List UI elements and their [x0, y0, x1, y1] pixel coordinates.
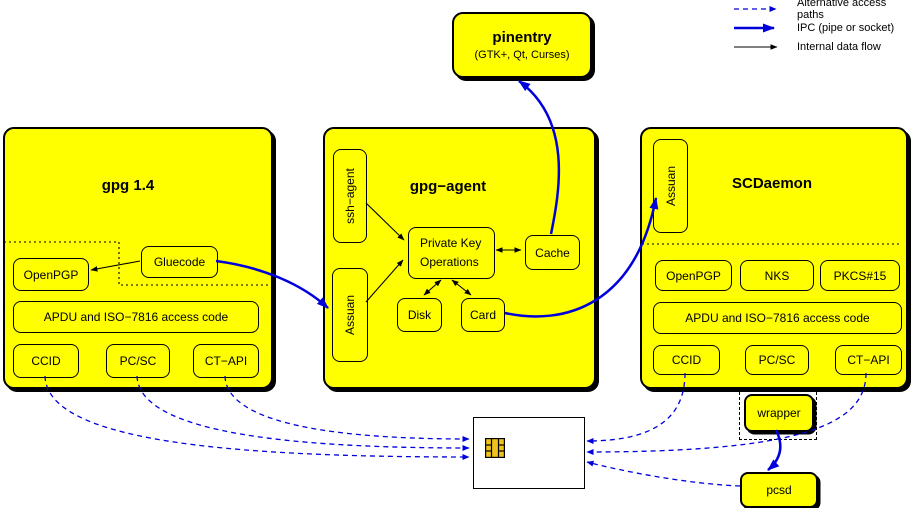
scdaemon-openpgp-node: OpenPGP [655, 260, 732, 291]
scdaemon-pkcs15-label: PKCS#15 [833, 268, 887, 283]
gpg14-gluecode-node: Gluecode [141, 246, 218, 278]
gpgagent-cache-node: Cache [525, 235, 580, 270]
scdaemon-apdu-node: APDU and ISO−7816 access code [653, 302, 902, 334]
legend-row-alternative: Alternative access paths [733, 0, 914, 21]
gpgagent-pko-line1: Private Key [420, 236, 482, 250]
legend: Alternative access paths IPC (pipe or so… [733, 0, 914, 53]
gpgagent-disk-label: Disk [407, 308, 432, 322]
gpg14-ctapi-node: CT−API [193, 344, 259, 378]
gpg14-apdu-label: APDU and ISO−7816 access code [43, 310, 229, 324]
gpg14-ctapi-label: CT−API [204, 354, 248, 368]
gpg14-gluecode-label: Gluecode [153, 255, 206, 269]
gpgagent-sshagent-label: ssh−agent [343, 168, 357, 224]
gpgagent-cache-label: Cache [535, 245, 570, 260]
scdaemon-ctapi-label: CT−API [847, 353, 890, 367]
gpgagent-card-label: Card [469, 308, 496, 322]
scdaemon-ccid-label: CCID [671, 353, 702, 367]
scdaemon-assuan-label: Assuan [663, 165, 678, 207]
gpg14-ccid-label: CCID [31, 354, 61, 368]
gpg14-openpgp-node: OpenPGP [13, 258, 89, 291]
gpg14-pcsc-node: PC/SC [106, 344, 170, 378]
gpgagent-assuan-label: Assuan [343, 294, 357, 336]
wrapper-node: wrapper [744, 394, 814, 432]
legend-label-internal: Internal data flow [797, 41, 881, 53]
gpgagent-pko-line2: Operations [420, 255, 479, 269]
legend-row-internal: Internal data flow [733, 41, 914, 53]
gpg14-ccid-node: CCID [13, 344, 79, 378]
scdaemon-pcsc-label: PC/SC [758, 353, 796, 367]
pcsd-label: pcsd [766, 483, 792, 497]
dashed-arrow-icon [734, 6, 777, 12]
scdaemon-ctapi-node: CT−API [835, 345, 902, 375]
internal-arrow-icon [734, 44, 778, 50]
pinentry-subtitle: (GTK+, Qt, Curses) [474, 49, 570, 61]
scdaemon-assuan-node: Assuan [653, 139, 688, 233]
gpg14-pcsc-label: PC/SC [119, 354, 157, 368]
gpg14-title: gpg 1.4 [101, 177, 155, 194]
scdaemon-apdu-label: APDU and ISO−7816 access code [685, 311, 870, 325]
ipc-arrow-icon [734, 23, 775, 33]
pinentry-box: pinentry (GTK+, Qt, Curses) [452, 12, 592, 78]
scdaemon-pcsc-node: PC/SC [745, 345, 809, 375]
smartcard [473, 417, 585, 489]
smartcard-chip-icon [485, 438, 505, 458]
scdaemon-pkcs15-node: PKCS#15 [820, 260, 900, 291]
legend-label-ipc: IPC (pipe or socket) [797, 22, 895, 34]
gpg14-openpgp-label: OpenPGP [23, 267, 79, 282]
gpgagent-title: gpg−agent [409, 178, 487, 195]
gpgagent-private-key-operations-node: Private Key Operations [408, 227, 495, 279]
alt-path-pcsd-to-card [586, 460, 741, 487]
gpg14-apdu-node: APDU and ISO−7816 access code [13, 301, 259, 333]
gpgagent-card-node: Card [461, 298, 505, 332]
pcsd-node: pcsd [740, 472, 818, 508]
legend-row-ipc: IPC (pipe or socket) [733, 22, 914, 34]
gpgagent-assuan-node: Assuan [332, 268, 368, 362]
scdaemon-nks-label: NKS [764, 268, 790, 283]
wrapper-label: wrapper [757, 406, 801, 420]
scdaemon-openpgp-label: OpenPGP [666, 268, 721, 283]
gpgagent-disk-node: Disk [397, 298, 442, 332]
scdaemon-ccid-node: CCID [653, 345, 720, 375]
scdaemon-nks-node: NKS [740, 260, 814, 291]
gpgagent-sshagent-node: ssh−agent [333, 149, 367, 243]
scdaemon-title: SCDaemon [731, 175, 813, 192]
legend-label-alternative: Alternative access paths [797, 0, 887, 21]
pinentry-title: pinentry [492, 29, 552, 46]
